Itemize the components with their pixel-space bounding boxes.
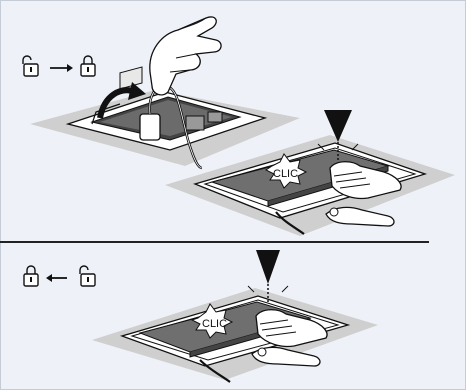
section-divider bbox=[0, 241, 429, 243]
hand-holding-plug bbox=[150, 17, 221, 95]
hand-lifting-edge bbox=[326, 207, 394, 226]
locked-padlock-icon-bottom bbox=[24, 266, 38, 286]
clic-label: CLIC bbox=[273, 168, 298, 180]
unlocked-padlock-icon bbox=[23, 56, 38, 76]
locked-padlock-icon bbox=[81, 56, 95, 76]
arrow-left-icon bbox=[46, 274, 67, 282]
arrow-right-icon bbox=[50, 64, 73, 72]
closed-outlet-unit-bottom bbox=[92, 288, 378, 382]
clic-label-bottom: CLIC bbox=[202, 318, 227, 330]
unlocked-padlock-icon-bottom bbox=[80, 266, 95, 286]
